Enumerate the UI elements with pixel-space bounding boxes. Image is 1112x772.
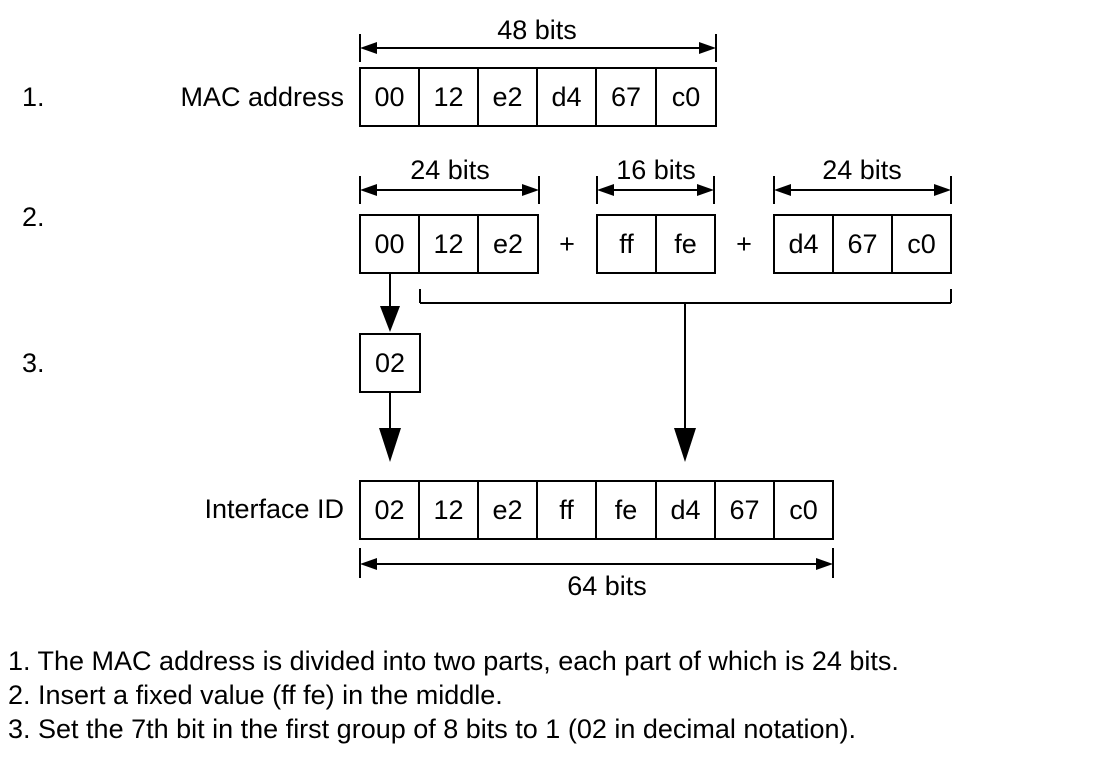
note-step-3: 3. Set the 7th bit in the first group of… — [8, 714, 856, 744]
right-24-bits-label: 24 bits — [822, 155, 902, 185]
mac-byte-cell: c0 — [655, 67, 717, 127]
left-24-bits-label: 24 bits — [410, 155, 490, 185]
flipped-byte-cell: 02 — [359, 333, 421, 393]
mac-byte-cell: 00 — [359, 67, 420, 127]
interface-id-byte-cell: ff — [536, 480, 597, 540]
svg-text:d4: d4 — [788, 229, 818, 259]
interface-id-byte-cell: fe — [595, 480, 657, 540]
svg-text:c0: c0 — [672, 82, 701, 112]
mac-48-bits-label: 48 bits — [497, 15, 577, 45]
step-2-number: 2. — [22, 202, 45, 232]
left-byte-cell: 00 — [359, 214, 420, 274]
right-byte-cell: 67 — [832, 214, 893, 274]
svg-text:fe: fe — [615, 495, 638, 525]
interface-id-64-bits-label: 64 bits — [567, 571, 647, 601]
interface-id-byte-cell: 12 — [418, 480, 479, 540]
svg-text:67: 67 — [847, 229, 877, 259]
inserted-byte-cell: fe — [655, 214, 716, 274]
step-1-number: 1. — [22, 82, 45, 112]
interface-id-byte-cell: c0 — [773, 480, 834, 540]
svg-text:67: 67 — [611, 82, 641, 112]
svg-text:ff: ff — [559, 495, 574, 525]
note-step-2: 2. Insert a fixed value (ff fe) in the m… — [8, 680, 503, 710]
remaining-bytes-bracket — [419, 289, 952, 304]
interface-id-byte-cell: 02 — [359, 480, 420, 540]
interface-id-label: Interface ID — [204, 494, 344, 524]
right-byte-cell: c0 — [891, 214, 952, 274]
note-step-1: 1. The MAC address is divided into two p… — [8, 646, 899, 676]
mac-48bit-span — [359, 34, 717, 62]
svg-text:ff: ff — [619, 229, 634, 259]
middle-16bit-span — [596, 176, 715, 204]
middle-16-bits-label: 16 bits — [616, 155, 696, 185]
svg-text:67: 67 — [729, 495, 759, 525]
mac-byte-cell: 67 — [595, 67, 657, 127]
arrow-flipped-to-interface-id — [379, 392, 401, 462]
svg-text:00: 00 — [374, 229, 404, 259]
explanation-notes: 1. The MAC address is divided into two p… — [8, 644, 1108, 746]
svg-text:c0: c0 — [907, 229, 936, 259]
ipv6-eui64-diagram: 1. 2. 3. MAC address 48 bits 00 12 e2 d4… — [22, 15, 952, 601]
svg-text:fe: fe — [674, 229, 697, 259]
svg-text:e2: e2 — [492, 495, 522, 525]
mac-byte-cell: d4 — [536, 67, 597, 127]
svg-text:d4: d4 — [670, 495, 700, 525]
left-24bit-span — [359, 176, 540, 204]
svg-text:12: 12 — [433, 495, 463, 525]
plus-sign-left: + — [559, 229, 575, 259]
interface-id-byte-cell: d4 — [655, 480, 716, 540]
right-24bit-span — [773, 176, 952, 204]
svg-text:12: 12 — [433, 82, 463, 112]
svg-text:e2: e2 — [492, 82, 522, 112]
step-3-number: 3. — [22, 348, 45, 378]
mac-byte-cell: e2 — [477, 67, 538, 127]
mac-address-label: MAC address — [180, 82, 344, 112]
left-byte-cell: e2 — [477, 214, 539, 274]
interface-id-byte-cell: e2 — [477, 480, 538, 540]
svg-text:e2: e2 — [493, 229, 523, 259]
interface-id-64bit-span — [359, 548, 834, 578]
svg-text:02: 02 — [374, 495, 404, 525]
arrow-first-byte-to-flipped — [380, 273, 400, 332]
svg-text:c0: c0 — [789, 495, 818, 525]
plus-sign-right: + — [736, 229, 752, 259]
left-byte-cell: 12 — [418, 214, 479, 274]
svg-text:00: 00 — [374, 82, 404, 112]
svg-text:02: 02 — [375, 348, 405, 378]
inserted-byte-cell: ff — [596, 214, 657, 274]
mac-byte-cell: 12 — [418, 67, 479, 127]
arrow-remaining-to-interface-id — [674, 303, 696, 462]
right-byte-cell: d4 — [773, 214, 834, 274]
interface-id-byte-cell: 67 — [714, 480, 775, 540]
svg-text:d4: d4 — [551, 82, 581, 112]
svg-text:12: 12 — [433, 229, 463, 259]
